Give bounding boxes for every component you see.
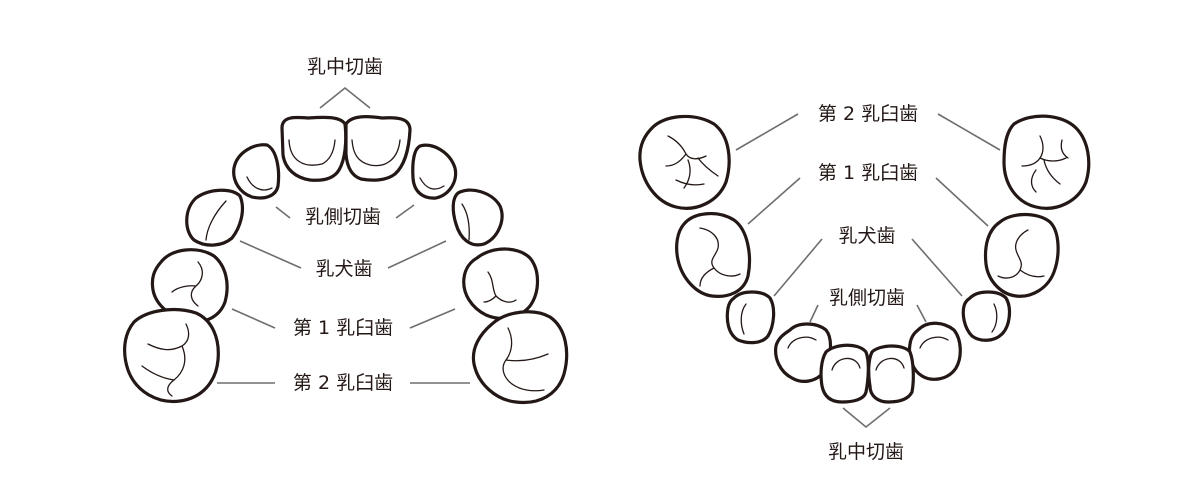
lower-jaw: 第 2 乳臼歯 第 1 乳臼歯 乳犬歯 乳側切歯 乳中切歯 <box>638 103 1091 463</box>
lower-lateral-incisor-label: 乳側切歯 <box>829 287 905 309</box>
lower-first-molar-label: 第 1 乳臼歯 <box>818 162 918 184</box>
upper-left-lateral-incisor <box>232 143 281 200</box>
upper-left-canine <box>185 188 245 247</box>
lower-canine-leader-right <box>911 238 963 297</box>
upper-left-central-incisor <box>280 115 348 182</box>
upper-right-canine <box>451 188 504 247</box>
lower-canine-label: 乳犬歯 <box>838 225 895 247</box>
lower-left-canine <box>725 290 776 345</box>
upper-lateral-leader-right <box>395 204 415 219</box>
upper-canine-leader-left <box>239 240 302 269</box>
upper-leader-lines <box>217 86 470 384</box>
upper-lateral-leader-left <box>275 206 291 219</box>
lower-left-central-incisor <box>819 343 870 404</box>
lower-right-lateral-incisor <box>907 321 962 381</box>
upper-canine-label: 乳犬歯 <box>315 258 372 280</box>
lower-right-canine <box>961 290 1012 342</box>
upper-second-molar-label: 第 2 乳臼歯 <box>293 372 393 394</box>
lower-lateral-leader-right <box>916 304 927 323</box>
upper-right-central-incisor <box>344 115 412 182</box>
upper-central-leader <box>319 86 371 109</box>
lower-right-first-molar <box>983 212 1060 298</box>
upper-jaw: 乳中切歯 乳側切歯 乳犬歯 第 1 乳臼歯 第 2 乳臼歯 <box>123 56 569 405</box>
upper-labels: 乳中切歯 乳側切歯 乳犬歯 第 1 乳臼歯 第 2 乳臼歯 <box>293 56 393 394</box>
lower-first-molar-leader-right <box>935 177 989 227</box>
lower-second-molar-leader-left <box>735 113 799 151</box>
lower-right-second-molar <box>1002 114 1091 210</box>
upper-right-first-molar <box>462 247 540 320</box>
lower-central-incisor-label: 乳中切歯 <box>828 441 904 463</box>
upper-first-molar-leader-right <box>409 308 456 329</box>
lower-second-molar-label: 第 2 乳臼歯 <box>818 103 918 125</box>
upper-first-molar-leader-left <box>231 308 276 329</box>
lower-leader-lines <box>735 113 1001 429</box>
lower-left-first-molar <box>675 212 752 298</box>
lower-central-leader <box>842 407 891 429</box>
upper-right-lateral-incisor <box>411 143 458 200</box>
upper-left-second-molar <box>123 307 220 404</box>
upper-central-incisor-label: 乳中切歯 <box>307 56 383 78</box>
upper-lateral-incisor-label: 乳側切歯 <box>305 206 381 228</box>
lower-second-molar-leader-right <box>937 113 1001 151</box>
lower-canine-leader-left <box>773 238 823 297</box>
lower-left-lateral-incisor <box>774 322 833 383</box>
upper-canine-leader-right <box>387 240 447 269</box>
lower-right-central-incisor <box>867 344 915 404</box>
lower-lateral-leader-left <box>809 304 819 323</box>
upper-left-first-molar <box>150 248 229 324</box>
upper-right-second-molar <box>471 310 569 405</box>
lower-left-second-molar <box>638 114 731 210</box>
lower-first-molar-leader-left <box>747 177 801 225</box>
upper-first-molar-label: 第 1 乳臼歯 <box>293 317 393 339</box>
lower-labels: 第 2 乳臼歯 第 1 乳臼歯 乳犬歯 乳側切歯 乳中切歯 <box>818 103 918 463</box>
